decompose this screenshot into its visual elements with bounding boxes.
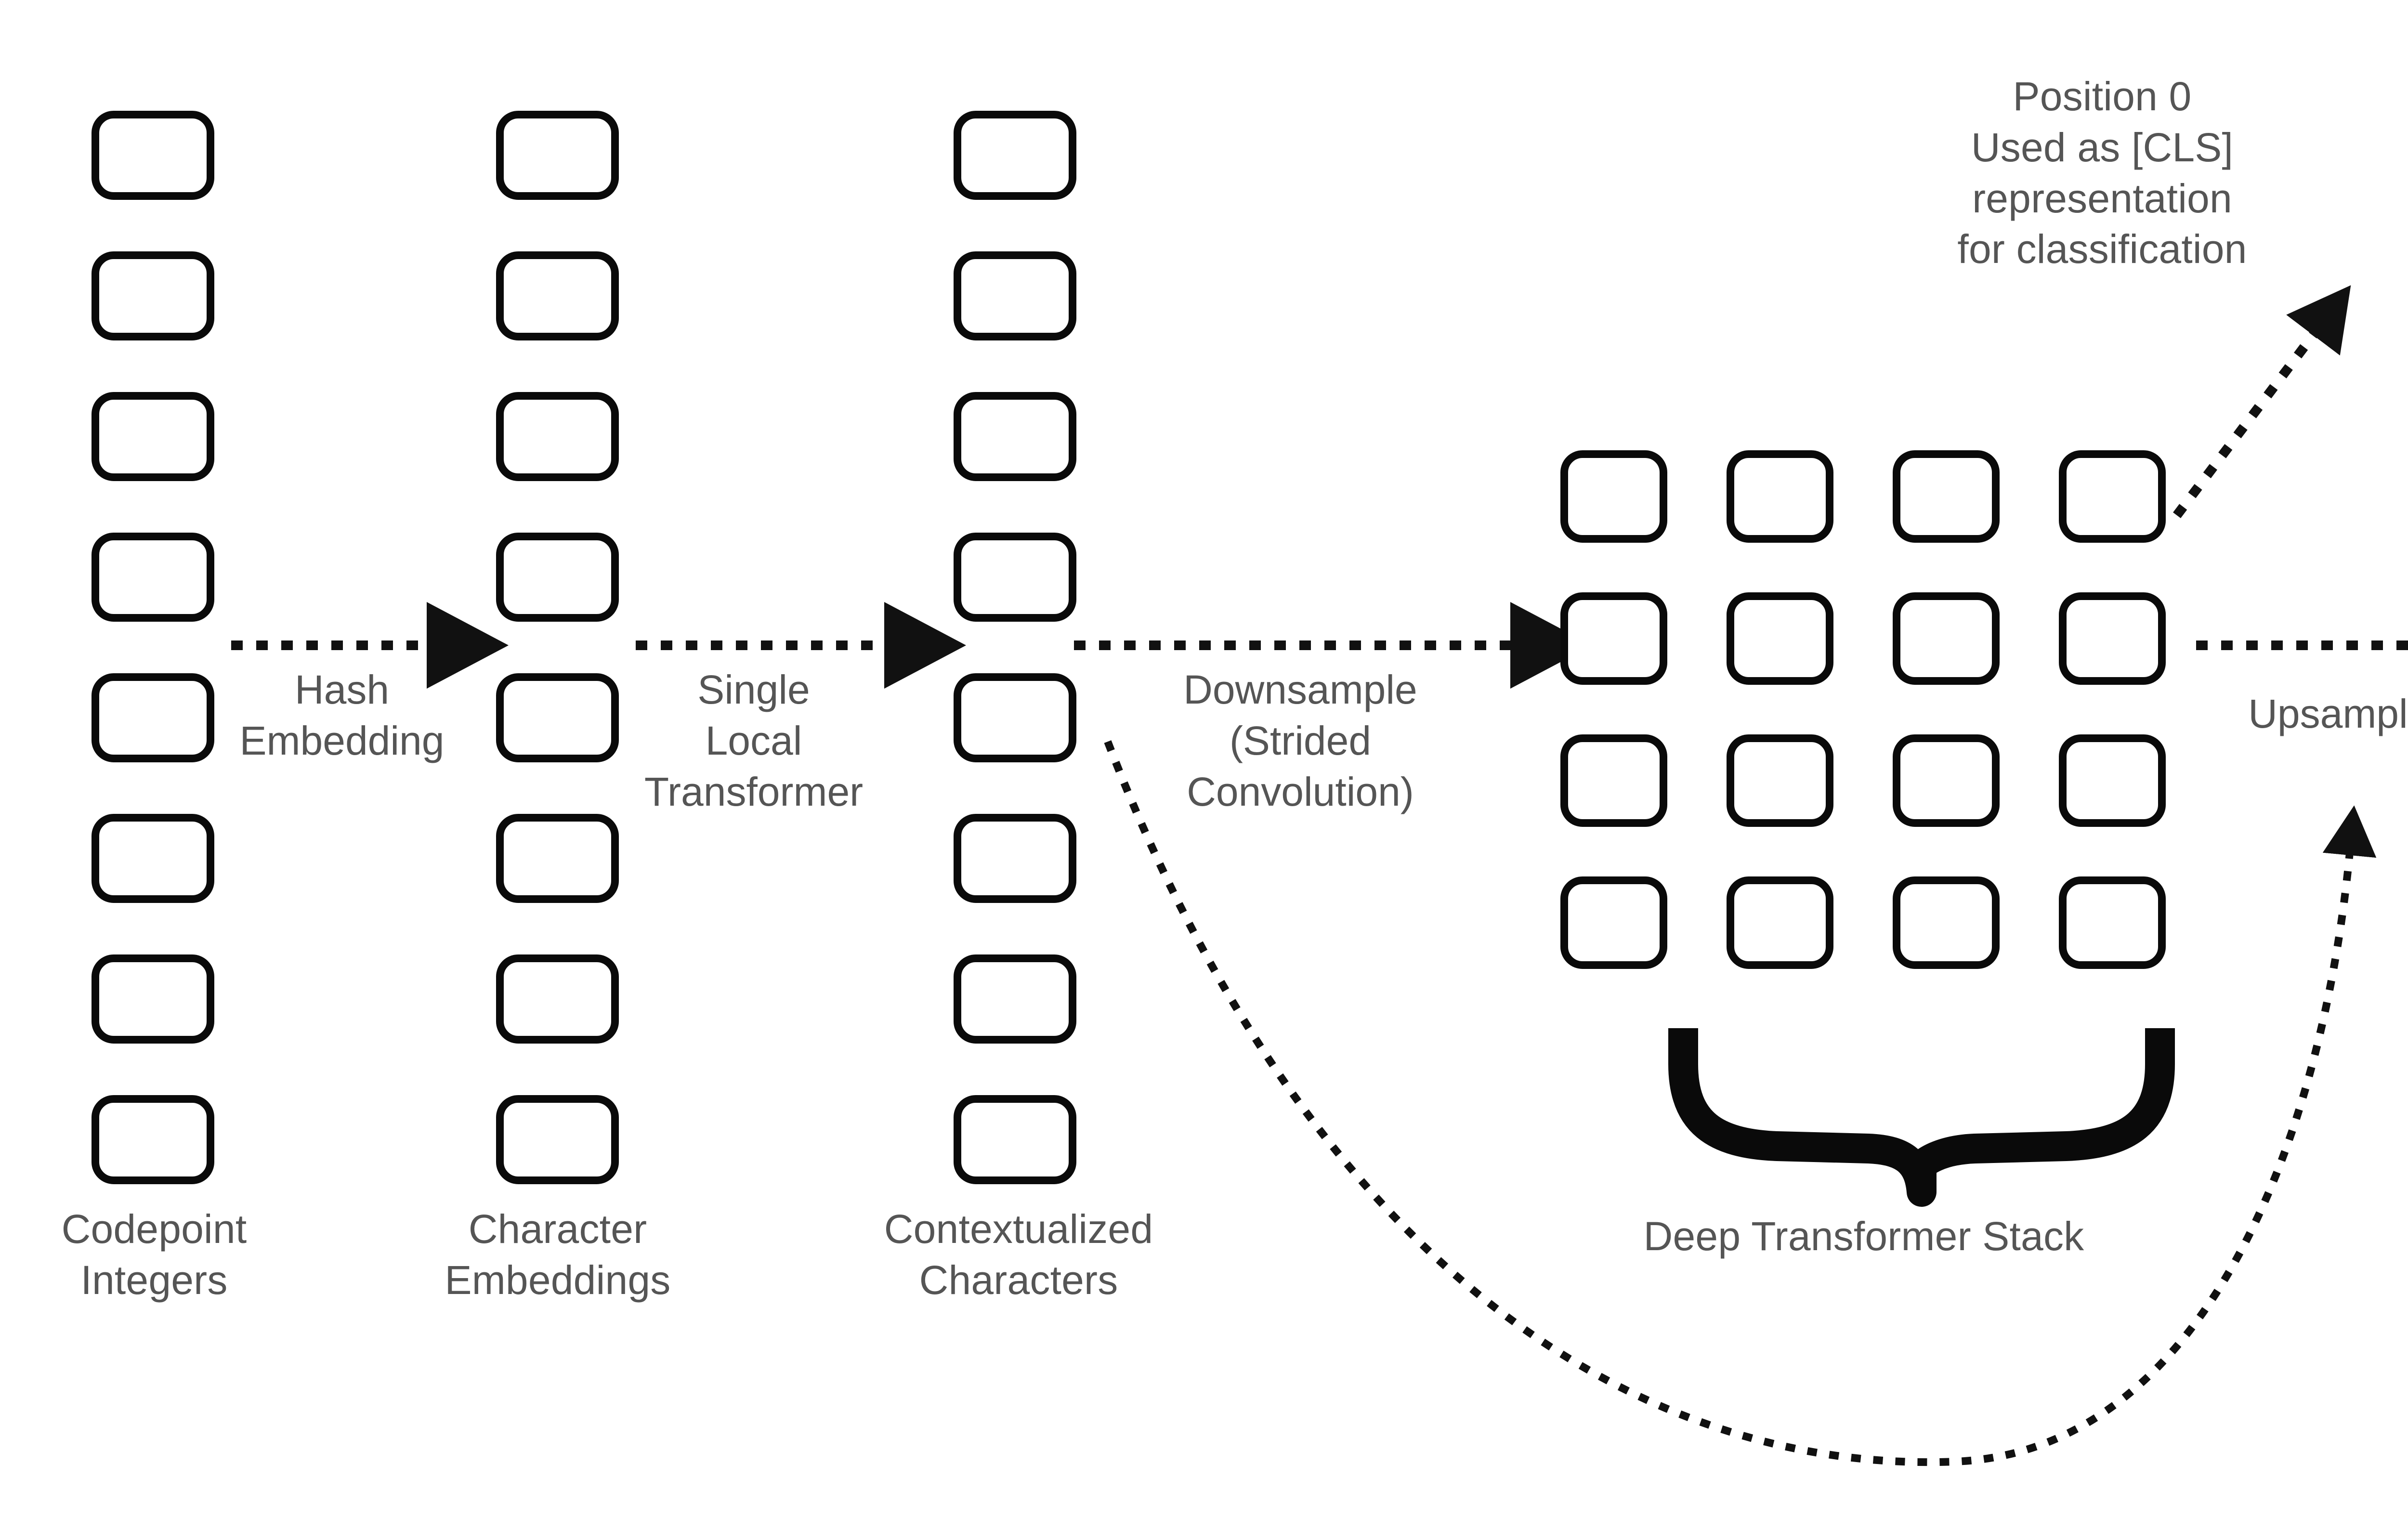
stack-box[interactable] [1727, 450, 1833, 543]
stack-box[interactable] [1893, 450, 2000, 543]
arrow-label-hash-embedding: Hash Embedding [239, 667, 445, 763]
stack-box[interactable] [1727, 734, 1833, 827]
stack-box[interactable] [1560, 734, 1667, 827]
stack-box[interactable] [1727, 876, 1833, 969]
token-box[interactable] [954, 1095, 1076, 1184]
token-box[interactable] [92, 954, 214, 1044]
caption-deep-transformer-stack: Deep Transformer Stack [1643, 1214, 2084, 1259]
token-box[interactable] [496, 1095, 619, 1184]
arrow-residual-upsampling [1104, 740, 2377, 1466]
token-box[interactable] [496, 533, 619, 622]
token-box[interactable] [92, 814, 214, 903]
arrow-label-upsampling: Upsampling [2248, 691, 2408, 736]
token-box[interactable] [496, 251, 619, 340]
stack-box[interactable] [1893, 592, 2000, 685]
arrow-label-single-local-transformer: Single Local Transformer [644, 667, 864, 814]
token-box[interactable] [496, 954, 619, 1044]
arrow-position-zero-cls [2173, 285, 2351, 519]
annotation-position-zero-cls: Position 0 Used as [CLS] representation … [1957, 74, 2247, 272]
caption-character-embeddings: Character Embeddings [445, 1206, 671, 1303]
token-box[interactable] [954, 673, 1076, 762]
token-box[interactable] [954, 392, 1076, 481]
stack-box[interactable] [2059, 876, 2166, 969]
token-box[interactable] [496, 392, 619, 481]
token-box[interactable] [92, 392, 214, 481]
token-box[interactable] [496, 673, 619, 762]
stack-box[interactable] [1893, 876, 2000, 969]
token-box[interactable] [954, 533, 1076, 622]
token-box[interactable] [92, 251, 214, 340]
caption-contextualized-characters: Contextualized Characters [884, 1206, 1153, 1303]
token-box[interactable] [954, 251, 1076, 340]
token-box[interactable] [92, 673, 214, 762]
token-box[interactable] [954, 814, 1076, 903]
stack-box[interactable] [2059, 734, 2166, 827]
arrow-label-downsample: Downsample (Strided Convolution) [1183, 667, 1417, 814]
stack-box[interactable] [1727, 592, 1833, 685]
token-box[interactable] [496, 111, 619, 200]
token-box[interactable] [92, 533, 214, 622]
token-box[interactable] [92, 1095, 214, 1184]
token-box[interactable] [954, 111, 1076, 200]
caption-codepoint-integers: Codepoint Integers [61, 1206, 247, 1303]
token-box[interactable] [92, 111, 214, 200]
token-box[interactable] [496, 814, 619, 903]
token-box[interactable] [954, 954, 1076, 1044]
stack-box[interactable] [1560, 450, 1667, 543]
stack-box[interactable] [2059, 592, 2166, 685]
curly-brace-down-icon [1668, 1028, 2175, 1207]
stack-box[interactable] [1893, 734, 2000, 827]
stack-box[interactable] [2059, 450, 2166, 543]
stack-box[interactable] [1560, 592, 1667, 685]
stack-box[interactable] [1560, 876, 1667, 969]
